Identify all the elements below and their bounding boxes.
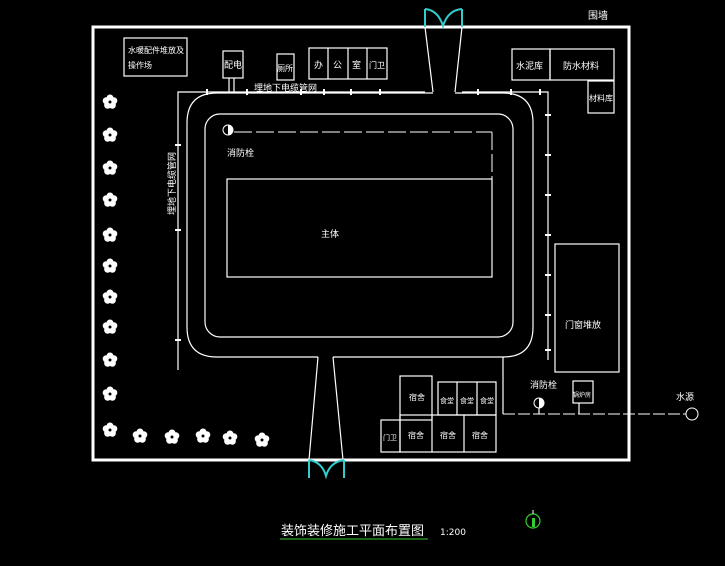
storage-block: 水泥库 防水材料 材料库 [511, 48, 615, 114]
dorm-canteen-block: 宿舍 食堂 食堂 食堂 宿舍 宿舍 宿舍 门卫 [380, 375, 497, 453]
water-source-label: 水源 [676, 391, 694, 403]
canteen-label-3: 食堂 [480, 396, 494, 405]
trees [102, 94, 270, 447]
toilet-label: 厕所 [277, 63, 293, 73]
dorm-label-1: 宿舍 [409, 392, 425, 402]
tree-icon [195, 428, 211, 443]
tree-icon [102, 386, 118, 401]
tree-icon [102, 227, 118, 242]
door-window-yard [554, 243, 620, 373]
tree-icon [102, 352, 118, 367]
drawing-title: 装饰装修施工平面布置图 [281, 524, 424, 539]
tree-icon [102, 94, 118, 109]
tree-icon [102, 192, 118, 207]
hydrant-label-2: 消防栓 [530, 379, 557, 391]
plumbing-yard-label: 水暖配件堆放及 [128, 45, 184, 55]
tree-icon [102, 258, 118, 273]
north-arrow-icon [525, 510, 541, 529]
cement-label: 水泥库 [516, 60, 543, 72]
main-label: 主体 [321, 228, 339, 240]
waterproof-label: 防水材料 [563, 60, 599, 72]
dorm-label-2: 宿舍 [408, 430, 424, 440]
canteen-label-1: 食堂 [440, 396, 454, 405]
hydrant-label: 消防栓 [227, 147, 254, 159]
fire-hydrant-icon [222, 124, 234, 136]
power-room [222, 50, 244, 79]
office-label-1: 办 [314, 59, 323, 71]
cable-label-left: 埋地下电缆管网 [166, 152, 178, 215]
power-label: 配电 [224, 59, 242, 71]
tree-icon [132, 428, 148, 443]
tree-icon [102, 319, 118, 334]
cable-markers [175, 89, 551, 351]
bottom-gate [308, 356, 345, 480]
tree-icon [102, 422, 118, 437]
office-block: 办 公 室 门卫 [308, 47, 388, 80]
water-source-icon [685, 407, 699, 421]
guard-label-top: 门卫 [369, 60, 385, 70]
material-label: 材料库 [589, 93, 613, 103]
boiler-label: 锅炉房 [573, 391, 591, 399]
cable-label-top: 埋地下电缆管网 [254, 82, 317, 94]
tree-icon [254, 432, 270, 447]
top-gate [424, 8, 463, 93]
tree-icon [102, 289, 118, 304]
site-road [177, 91, 549, 370]
fire-hydrant-icon-2 [533, 397, 545, 414]
dorm-label-4: 宿舍 [472, 430, 488, 440]
plumbing-yard-label-2: 操作场 [128, 60, 152, 70]
tree-icon [222, 430, 238, 445]
office-label-3: 室 [352, 59, 361, 71]
boundary-wall [91, 25, 631, 462]
main-building [226, 178, 493, 278]
boiler-room [572, 380, 594, 404]
office-label-2: 公 [333, 60, 342, 71]
plumbing-yard [123, 37, 188, 77]
toilet [276, 53, 295, 81]
drawing-scale: 1:200 [440, 528, 466, 538]
tree-icon [164, 429, 180, 444]
door-window-label: 门窗堆放 [565, 319, 601, 331]
wall-label: 围墙 [588, 9, 608, 22]
guard-label-bottom: 门卫 [383, 433, 397, 442]
tree-icon [102, 160, 118, 175]
tree-icon [102, 127, 118, 142]
dorm-label-3: 宿舍 [440, 430, 456, 440]
canteen-label-2: 食堂 [460, 396, 474, 405]
